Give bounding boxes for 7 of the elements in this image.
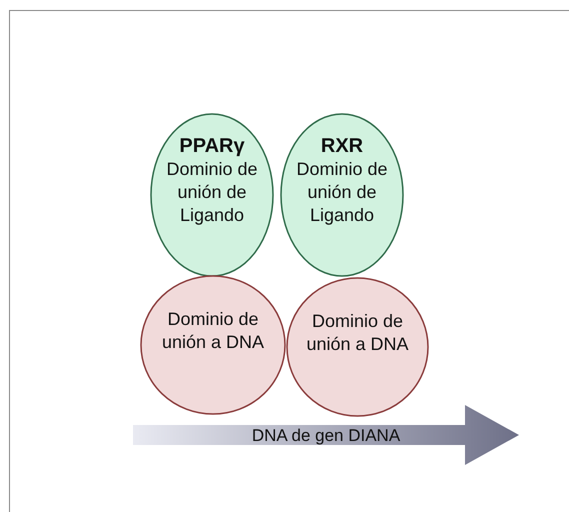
domain-label: Dominio de unión de Ligando bbox=[165, 158, 259, 227]
protein-name: RXR bbox=[320, 135, 364, 158]
domain-label: Dominio de unión a DNA bbox=[160, 308, 266, 354]
domain-label: Dominio de unión a DNA bbox=[305, 310, 410, 356]
domain-label: Dominio de unión de Ligando bbox=[295, 158, 389, 227]
protein-name: PPARγ bbox=[178, 135, 246, 158]
dna-label: DNA de gen DIANA bbox=[252, 426, 400, 445]
